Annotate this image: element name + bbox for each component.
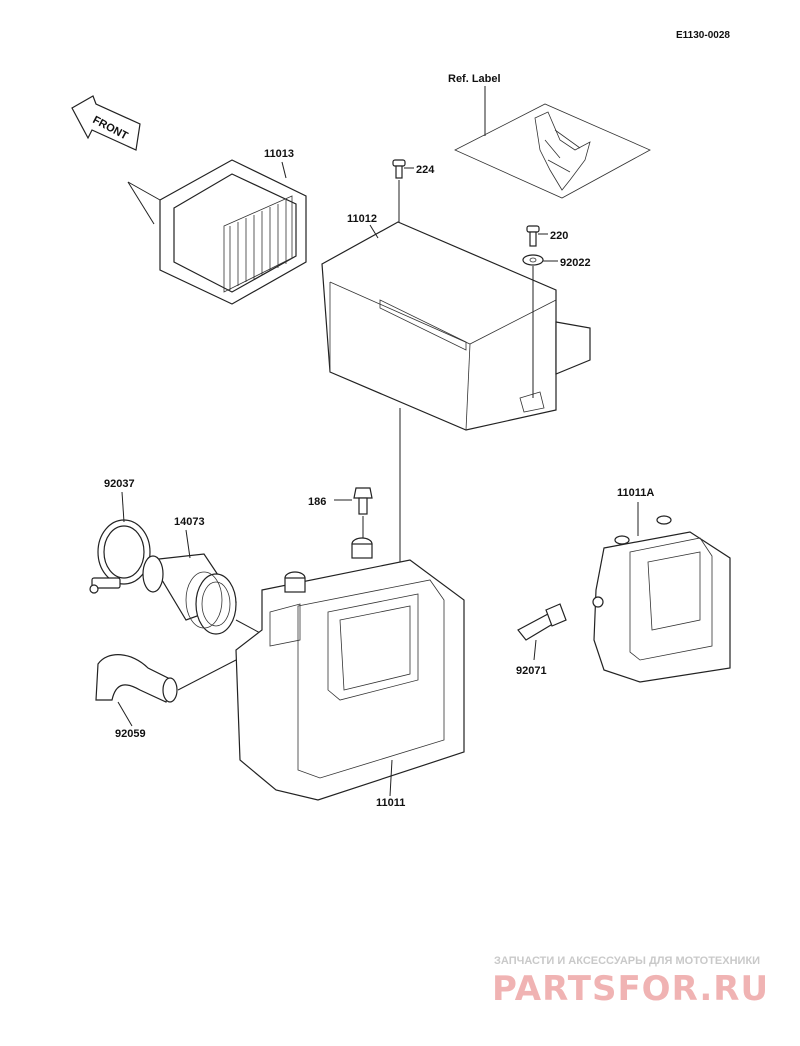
ref-label-text: Ref. Label [448,73,501,85]
part-number-11011: 11011 [376,797,405,809]
hose-clamp-92037 [89,519,151,594]
part-number-11012: 11012 [347,213,377,225]
doc-code: E1130-0028 [676,30,730,41]
part-number-14073: 14073 [174,516,205,528]
part-number-224: 224 [416,164,435,176]
bolt-186-icon [353,487,373,515]
watermark-site: PARTSFOR.RU [492,969,769,1009]
part-number-92071: 92071 [516,665,547,677]
hose-92059 [95,654,178,703]
part-number-11013: 11013 [264,148,294,160]
front-arrow-icon: FRONT [71,95,141,151]
part-number-11011a: 11011A [617,487,654,499]
ref-label-group: Ref. Label [448,73,651,199]
washer-92022-icon [522,254,544,266]
part-number-92022: 92022 [560,257,591,269]
bolt-220-icon [526,225,540,247]
air-cleaner-housing-11011a [592,515,731,683]
air-cleaner-cover [321,221,591,431]
part-number-92037: 92037 [104,478,135,490]
screw-224-icon [392,159,406,179]
bolt-92071-icon [517,603,567,641]
intake-duct-14073 [142,553,237,635]
part-number-92059: 92059 [115,728,146,740]
watermark-tagline: ЗАПЧАСТИ И АКСЕССУАРЫ ДЛЯ МОТОТЕХНИКИ [494,955,760,967]
part-number-220: 220 [550,230,568,242]
part-number-186: 186 [308,496,326,508]
air-cleaner-housing-11011 [235,537,465,801]
air-filter-element [127,159,307,305]
